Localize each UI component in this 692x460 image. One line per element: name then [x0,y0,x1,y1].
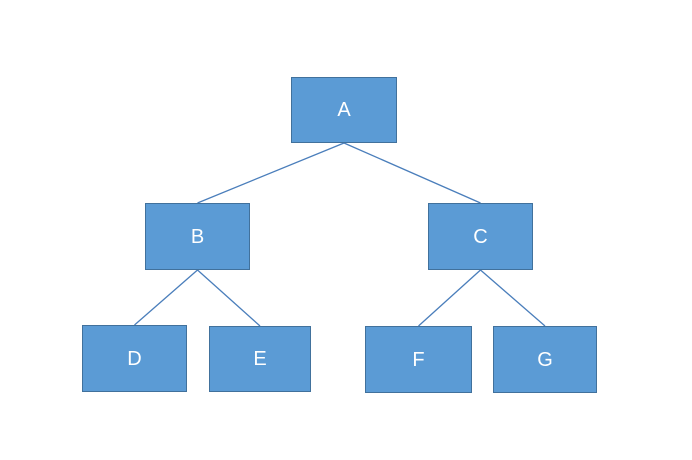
tree-node-A[interactable]: A [291,77,397,143]
node-label: A [337,99,351,121]
tree-node-F[interactable]: F [365,326,472,393]
tree-node-G[interactable]: G [493,326,597,393]
tree-node-D[interactable]: D [82,325,187,392]
connector-B-D [134,269,198,326]
node-label: B [190,225,205,248]
connector-A-C [343,142,481,204]
connector-C-F [418,269,481,327]
connector-C-G [480,269,546,327]
node-label: E [253,348,267,370]
node-label: D [127,347,142,370]
node-label: F [412,348,425,371]
tree-node-B[interactable]: B [145,203,250,270]
connector-B-E [197,269,261,327]
tree-node-C[interactable]: C [428,203,533,270]
connector-A-B [197,142,345,204]
node-label: G [537,348,553,371]
node-label: C [473,225,488,248]
tree-node-E[interactable]: E [209,326,311,392]
